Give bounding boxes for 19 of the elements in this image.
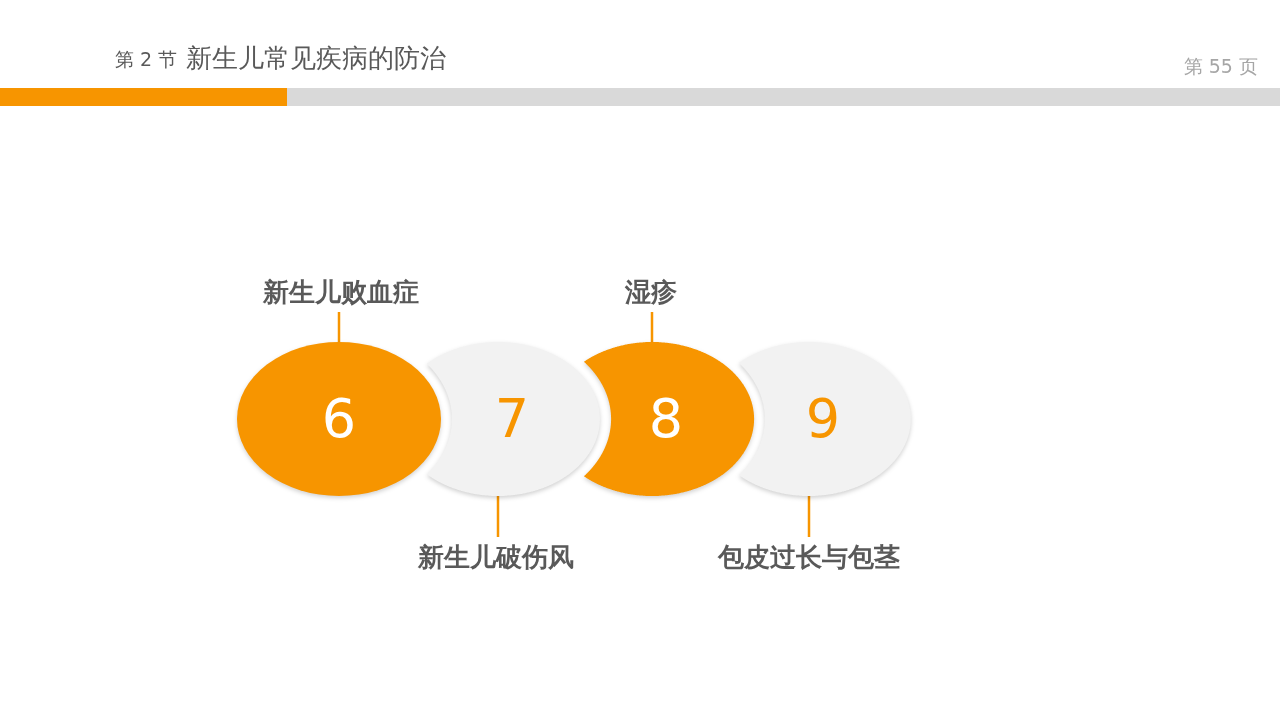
leader-line — [650, 312, 654, 342]
step-number: 9 — [805, 392, 841, 446]
topic-label: 新生儿败血症 — [263, 274, 419, 310]
page-number: 第 55 页 — [1183, 54, 1258, 79]
leader-line — [807, 496, 811, 537]
topic-label: 包皮过长与包茎 — [718, 539, 900, 575]
crescent-shape — [237, 342, 441, 496]
step-number: 6 — [321, 392, 357, 446]
slide-title: 新生儿常见疾病的防治 — [186, 42, 446, 75]
crescent-shape — [739, 342, 911, 496]
crescent-shape — [427, 342, 600, 496]
step-number: 8 — [648, 392, 684, 446]
section-label: 第 2 节 — [115, 47, 178, 72]
leader-line — [496, 496, 500, 537]
topic-label: 新生儿破伤风 — [418, 539, 574, 575]
topic-label: 湿疹 — [625, 274, 677, 310]
leader-line — [337, 312, 341, 342]
step-number: 7 — [494, 392, 530, 446]
crescent-shape — [583, 342, 754, 496]
